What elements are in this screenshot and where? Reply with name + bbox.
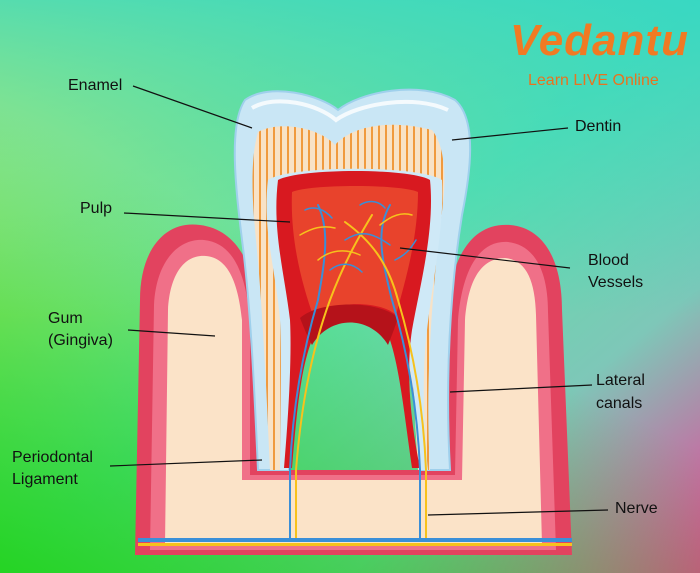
label-periodontal: Periodontal — [12, 449, 93, 466]
leader-lines — [109, 85, 609, 516]
label-canals: canals — [596, 395, 643, 412]
blood-vessels — [289, 200, 427, 541]
vedantu-logo: Vedantu — [510, 16, 689, 65]
logo-tagline: Learn LIVE Online — [528, 72, 659, 89]
label-vessels: Vessels — [588, 274, 644, 291]
label-ligament: Ligament — [12, 471, 78, 488]
gum-fill — [165, 255, 542, 545]
label-dentin: Dentin — [575, 118, 622, 135]
label-enamel: Enamel — [68, 77, 123, 94]
label-lateral: Lateral — [596, 372, 645, 389]
label-nerve: Nerve — [615, 500, 658, 517]
label-gingiva: (Gingiva) — [48, 332, 113, 349]
label-blood: Blood — [588, 252, 629, 269]
label-pulp: Pulp — [80, 200, 113, 217]
label-gum: Gum — [48, 310, 83, 327]
nerve-line — [138, 538, 572, 542]
